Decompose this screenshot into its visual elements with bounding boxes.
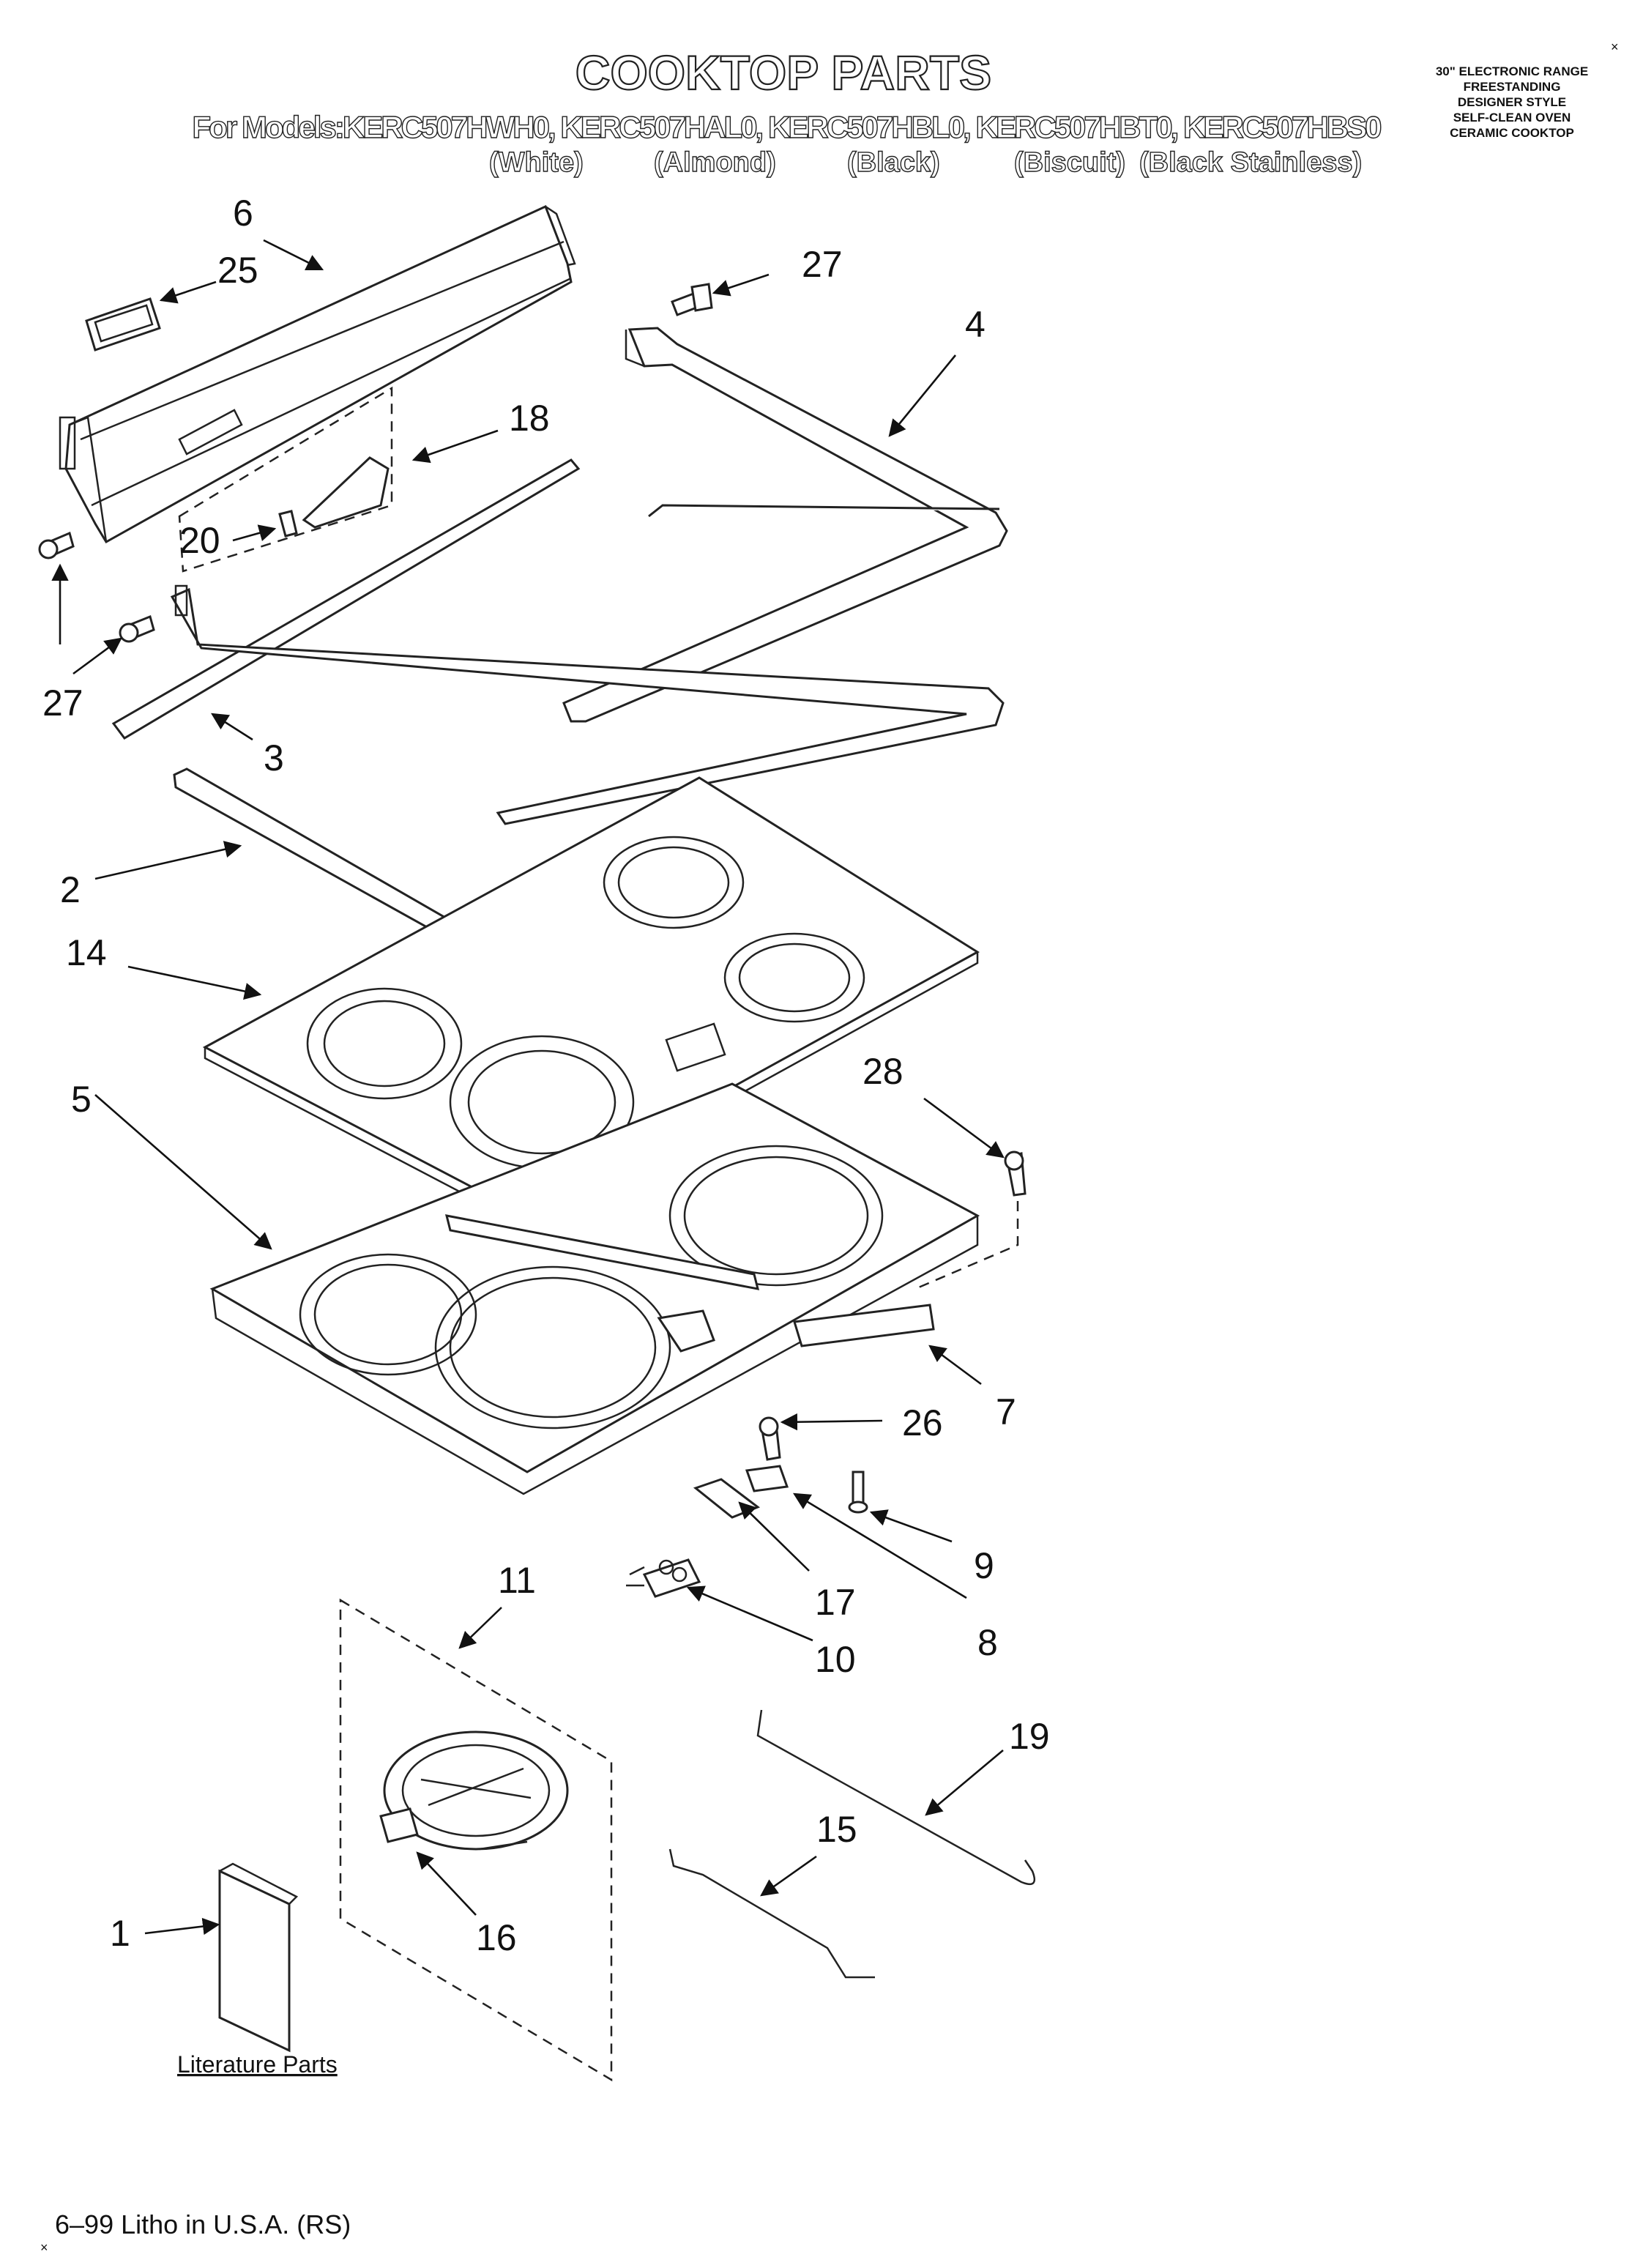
callout-17: 17	[815, 1582, 856, 1623]
callout-28: 28	[863, 1051, 904, 1092]
part-18-group	[178, 386, 393, 573]
callout-25: 25	[217, 250, 258, 291]
part-25-badge	[85, 297, 161, 352]
color-biscuit: (Biscuit)	[1014, 147, 1125, 178]
part-1-literature	[218, 1862, 299, 2053]
part-20-clip	[278, 510, 298, 538]
color-white: (White)	[489, 147, 584, 178]
spec-line: 30" ELECTRONIC RANGE	[1436, 64, 1588, 78]
part-16-radiant-element	[379, 1730, 569, 1851]
callout-18: 18	[509, 398, 550, 439]
part-27-screw-top	[671, 283, 713, 316]
spec-line: DESIGNER STYLE	[1458, 95, 1566, 109]
part-5-cooktop-base	[209, 1082, 980, 1495]
part-28-screw	[914, 1150, 1027, 1290]
spec-line: CERAMIC COOKTOP	[1450, 126, 1574, 140]
callout-10: 10	[815, 1639, 856, 1680]
part-6-backguard	[59, 204, 576, 544]
callout-6: 6	[233, 193, 253, 234]
callout-26: 26	[902, 1402, 943, 1443]
callout-numbers: 6 25 27 4 18 20 27 3 2 14 28 5 7 26 9 17…	[42, 193, 1050, 1958]
callout-7: 7	[996, 1391, 1016, 1432]
callout-9: 9	[974, 1545, 994, 1586]
part-4-trim-frame	[562, 327, 1008, 723]
callout-16: 16	[476, 1917, 517, 1958]
spec-block: 30" ELECTRONIC RANGE FREESTANDING DESIGN…	[1436, 64, 1588, 140]
callout-20: 20	[179, 520, 220, 561]
callout-5: 5	[71, 1079, 92, 1120]
color-almond: (Almond)	[654, 147, 776, 178]
part-27-screw-left	[38, 531, 75, 559]
part-26-screw	[759, 1416, 781, 1461]
callout-19: 19	[1009, 1716, 1050, 1757]
part-7-bracket	[793, 1304, 935, 1347]
footer-litho: 6–99 Litho in U.S.A. (RS)	[55, 2209, 351, 2239]
part-10-switch	[626, 1558, 701, 1598]
callout-2: 2	[60, 869, 81, 910]
part-15-rod	[668, 1848, 875, 1979]
callout-14: 14	[66, 932, 107, 973]
color-black: (Black)	[847, 147, 940, 178]
callout-27: 27	[42, 683, 83, 724]
models-line: For Models:KERC507HWH0, KERC507HAL0, KER…	[193, 110, 1382, 144]
callout-3: 3	[264, 737, 284, 778]
leader-lines	[51, 239, 1005, 1936]
color-row: (White) (Almond) (Black) (Biscuit) (Blac…	[488, 146, 1363, 178]
callout-11: 11	[498, 1560, 536, 1601]
part-19-rod	[756, 1709, 1036, 1886]
part-27-screw-left-2	[119, 614, 155, 643]
callout-8: 8	[977, 1622, 998, 1663]
corner-mark: ×	[1611, 40, 1619, 54]
page-title: COOKTOP PARTS	[575, 45, 991, 100]
callout-15: 15	[816, 1809, 857, 1850]
callout-4: 4	[965, 304, 986, 345]
literature-parts-label: Literature Parts	[177, 2051, 338, 2078]
spec-line: FREESTANDING	[1464, 80, 1561, 94]
color-black-stainless: (Black Stainless)	[1139, 147, 1362, 178]
callout-27: 27	[802, 244, 843, 285]
callout-1: 1	[110, 1913, 130, 1954]
spec-line: SELF-CLEAN OVEN	[1453, 111, 1571, 124]
part-11-element-group	[339, 1598, 613, 2082]
part-8-clip	[745, 1465, 789, 1492]
part-3-side-trim	[111, 458, 1005, 825]
part-9-standoff	[848, 1471, 868, 1514]
corner-mark: ×	[40, 2240, 48, 2255]
